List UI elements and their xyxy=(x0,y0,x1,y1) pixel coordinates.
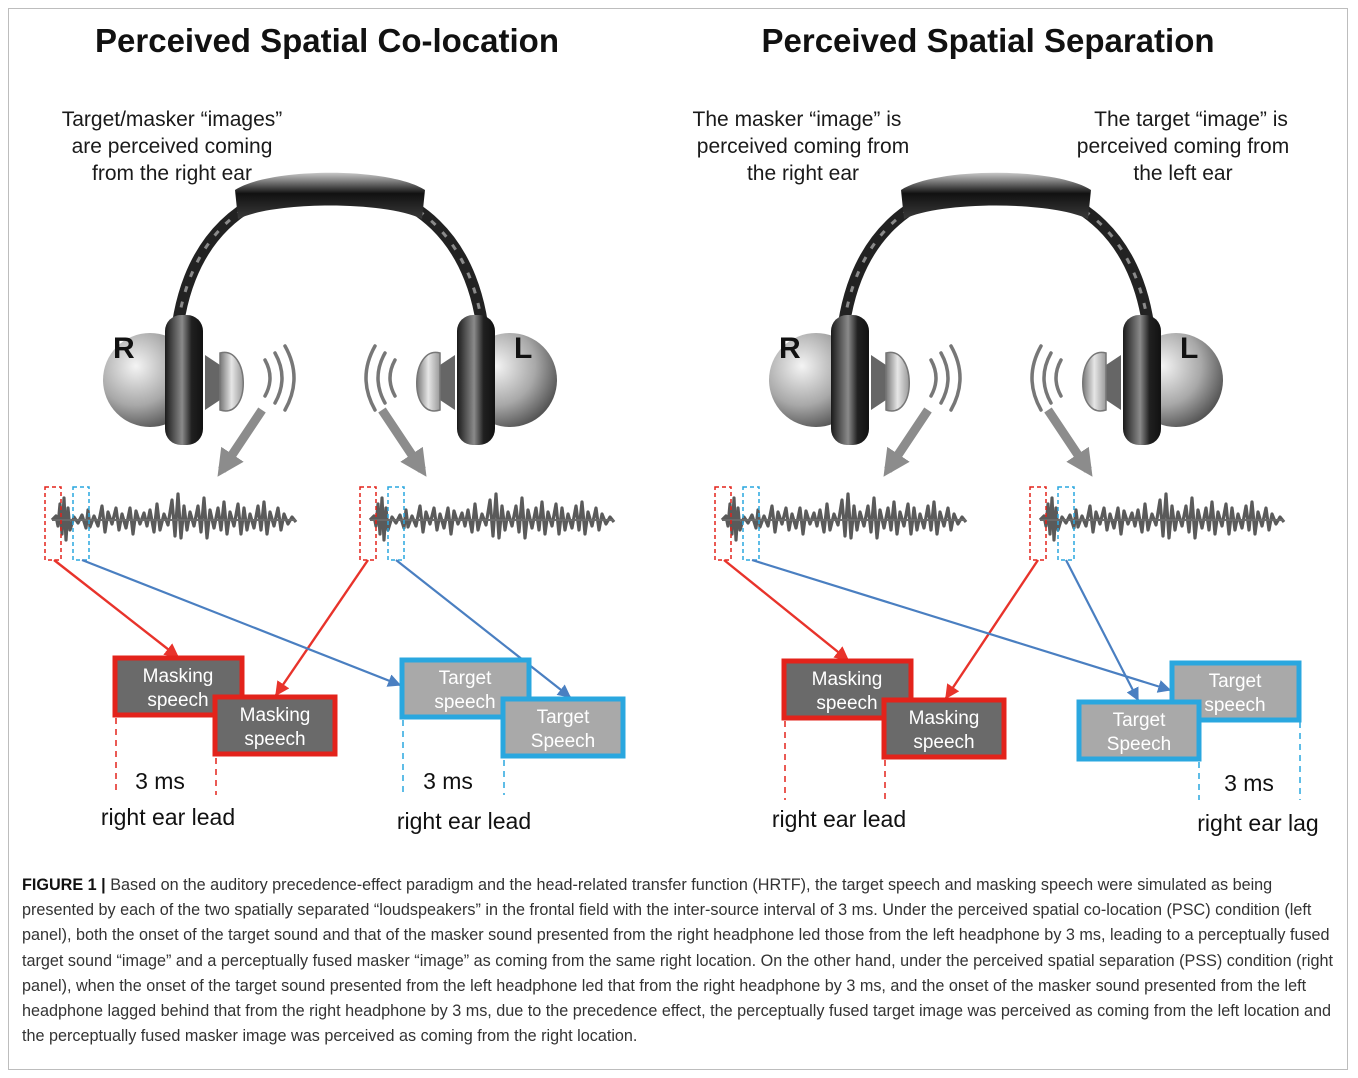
headphones-icon xyxy=(103,173,557,445)
masking-speech-box: Masking speech xyxy=(212,694,338,757)
note-line: The masker “image” is xyxy=(693,108,902,131)
onset-marker-blue xyxy=(1057,486,1075,561)
ear-label-right: R xyxy=(113,332,135,365)
mapping-arrow-red xyxy=(275,559,369,697)
figure-frame xyxy=(8,8,1348,1070)
svg-text:Masking: Masking xyxy=(812,669,883,690)
note-line: The target “image” is xyxy=(1094,108,1288,131)
svg-text:Masking: Masking xyxy=(240,705,311,726)
figure-caption-text: Based on the auditory precedence-effect … xyxy=(22,876,1333,1046)
svg-text:Target: Target xyxy=(537,707,591,728)
delay-label: 3 ms xyxy=(423,768,473,794)
target-speech-box: Target Speech xyxy=(1076,699,1202,762)
note-line: perceived coming from xyxy=(1077,135,1289,158)
mapping-arrow-red xyxy=(723,559,850,661)
down-arrow-left-ear xyxy=(378,407,427,477)
note-masker: The masker “image” is perceived coming f… xyxy=(693,108,910,185)
masking-speech-box: Masking speech xyxy=(881,697,1007,760)
target-speech-box: Target Speech xyxy=(500,696,626,759)
note-line: are perceived coming xyxy=(72,135,273,158)
svg-text:Speech: Speech xyxy=(531,731,595,752)
svg-text:Masking: Masking xyxy=(909,708,980,729)
headphones-icon xyxy=(769,173,1223,445)
condition-label: right ear lead xyxy=(772,806,906,832)
note-line: the left ear xyxy=(1133,162,1232,185)
waveform-icon xyxy=(368,492,616,542)
svg-text:Target: Target xyxy=(439,668,493,689)
onset-marker-red xyxy=(359,486,377,561)
note-target: The target “image” is perceived coming f… xyxy=(1077,108,1289,185)
down-arrow-right-ear xyxy=(883,407,932,477)
panel-title-right: Perceived Spatial Separation xyxy=(761,22,1214,59)
note-line: perceived coming from xyxy=(697,135,909,158)
svg-text:Speech: Speech xyxy=(1107,734,1171,755)
ear-label-left: L xyxy=(514,332,532,365)
figure-diagram: Perceived Spatial Co-location Target/mas… xyxy=(44,22,1319,836)
mapping-arrow-blue xyxy=(1065,559,1139,702)
onset-marker-red xyxy=(44,486,62,561)
ear-label-left: L xyxy=(1180,332,1198,365)
masking-speech-box: Masking speech xyxy=(112,655,245,718)
note-line: from the right ear xyxy=(92,162,252,185)
mapping-arrow-blue xyxy=(81,558,402,687)
delay-label: 3 ms xyxy=(135,768,185,794)
note-left: Target/masker “images” are perceived com… xyxy=(62,108,283,185)
svg-text:speech: speech xyxy=(434,692,495,713)
waveform-icon xyxy=(1038,492,1286,542)
onset-marker-red xyxy=(1029,486,1047,561)
mapping-arrow-red xyxy=(53,559,180,658)
condition-label: right ear lead xyxy=(101,804,235,830)
svg-text:speech: speech xyxy=(816,693,877,714)
note-line: the right ear xyxy=(747,162,859,185)
down-arrow-left-ear xyxy=(1044,407,1093,477)
down-arrow-right-ear xyxy=(217,407,266,477)
delay-label: 3 ms xyxy=(1224,770,1274,796)
condition-label: right ear lead xyxy=(397,808,531,834)
onset-marker-blue xyxy=(387,486,405,561)
figure-caption-label: FIGURE 1 | xyxy=(22,876,106,894)
svg-text:speech: speech xyxy=(913,732,974,753)
svg-text:Target: Target xyxy=(1113,710,1167,731)
onset-marker-blue xyxy=(742,486,760,561)
note-line: Target/masker “images” xyxy=(62,108,283,131)
svg-text:speech: speech xyxy=(147,690,208,711)
target-speech-box: Target speech xyxy=(1169,660,1302,723)
figure-caption: FIGURE 1 | Based on the auditory precede… xyxy=(22,873,1344,1049)
mapping-arrow-blue xyxy=(395,559,572,698)
svg-text:speech: speech xyxy=(244,729,305,750)
panel-title-left: Perceived Spatial Co-location xyxy=(95,22,559,59)
mapping-arrow-red xyxy=(945,559,1039,700)
onset-marker-red xyxy=(714,486,732,561)
condition-label: right ear lag xyxy=(1197,810,1318,836)
ear-label-right: R xyxy=(779,332,801,365)
svg-text:Target: Target xyxy=(1209,671,1263,692)
onset-marker-blue xyxy=(72,486,90,561)
svg-text:Masking: Masking xyxy=(143,666,214,687)
mapping-arrow-blue xyxy=(751,558,1172,693)
svg-text:speech: speech xyxy=(1204,695,1265,716)
